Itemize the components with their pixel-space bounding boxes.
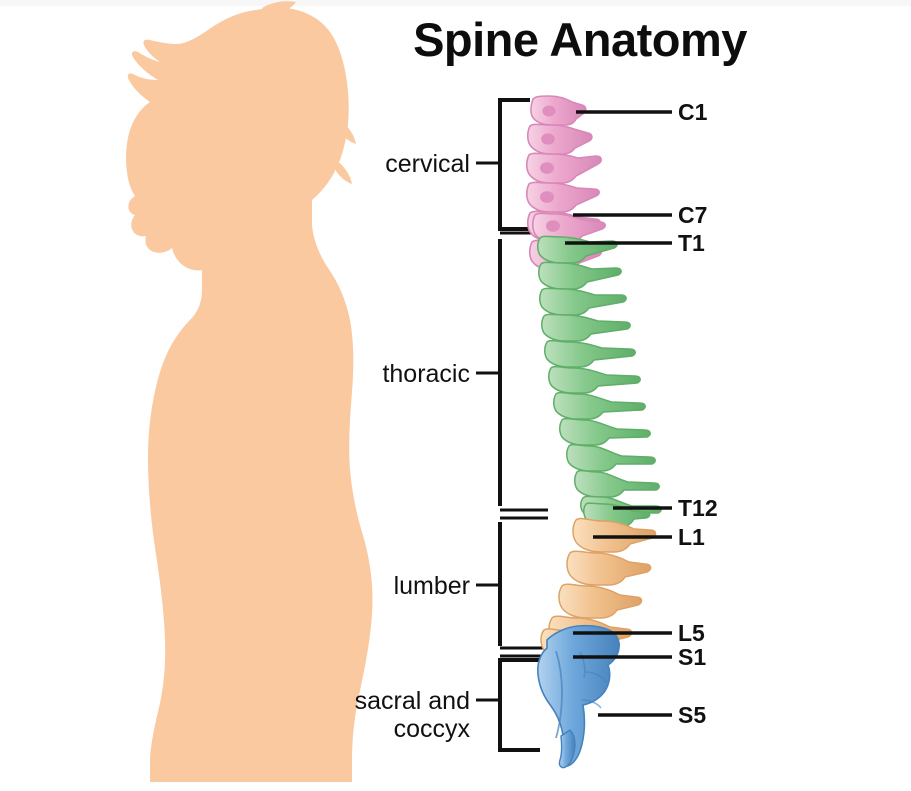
- vertebra-t8: [559, 417, 651, 446]
- vertebra-label-l5: L5: [678, 620, 705, 646]
- vertebra-t10: [574, 469, 660, 498]
- page-title: Spine Anatomy: [413, 13, 747, 66]
- region-label-lumber: lumber: [393, 572, 470, 600]
- cervical-vertebrae-group: [525, 95, 606, 271]
- vertebra-label-c7: C7: [678, 202, 708, 228]
- vertebra-t7: [553, 391, 646, 420]
- hair-spike-detail: [262, 1, 296, 15]
- bracket-lumber: [476, 522, 502, 646]
- sacral-foramen-notch-1: [584, 671, 607, 683]
- hair-nape-detail: [336, 160, 352, 184]
- vertebra-label-c1: C1: [678, 99, 708, 125]
- bracket-cervical: [476, 98, 530, 231]
- vertebra-label-t1: T1: [678, 230, 705, 256]
- vertebra-c2: [526, 123, 593, 155]
- vertebra-c3: [525, 152, 602, 184]
- region-label-sacral-coccyx: sacral and coccyx: [260, 687, 470, 743]
- vertebra-t4: [541, 313, 631, 342]
- bracket-separator-thoracic-lumber: [500, 508, 548, 520]
- sacrum-ridge-1: [555, 650, 563, 739]
- vertebra-t6: [548, 365, 641, 394]
- vertebra-t5: [544, 339, 636, 368]
- region-label-sacral-line1: sacral and: [354, 687, 470, 715]
- sacrum-coccyx-group: [537, 624, 620, 769]
- region-label-thoracic: thoracic: [382, 360, 470, 388]
- vertebra-t9: [566, 443, 656, 472]
- vertebra-label-s5: S5: [678, 702, 707, 728]
- vertebra-c4: [525, 181, 600, 213]
- head-and-torso-shape: [126, 7, 373, 783]
- vertebra-t3: [539, 287, 627, 316]
- region-label-cervical: cervical: [385, 150, 470, 178]
- vertebra-label-s1: S1: [678, 644, 707, 670]
- silhouette-body: [126, 1, 373, 783]
- bracket-sacral-coccyx: [476, 658, 540, 752]
- vertebra-c1: [530, 95, 587, 126]
- hair-fringe-detail: [340, 120, 356, 144]
- sacral-foramen-notch-2: [581, 699, 602, 709]
- vertebra-l2: [566, 550, 652, 586]
- vertebra-label-l1: L1: [678, 524, 705, 550]
- top-edge-strip: [0, 0, 911, 6]
- vertebra-l1: [572, 517, 657, 553]
- region-label-sacral-line2: coccyx: [393, 715, 470, 743]
- coccyx-tip: [558, 729, 576, 769]
- vertebra-l3: [558, 583, 643, 619]
- sacrum-ridge-2: [579, 651, 586, 679]
- vertebra-label-t12: T12: [678, 495, 718, 521]
- bracket-thoracic: [476, 239, 502, 506]
- vertebra-c7: [531, 212, 606, 244]
- vertebra-t2: [538, 261, 622, 290]
